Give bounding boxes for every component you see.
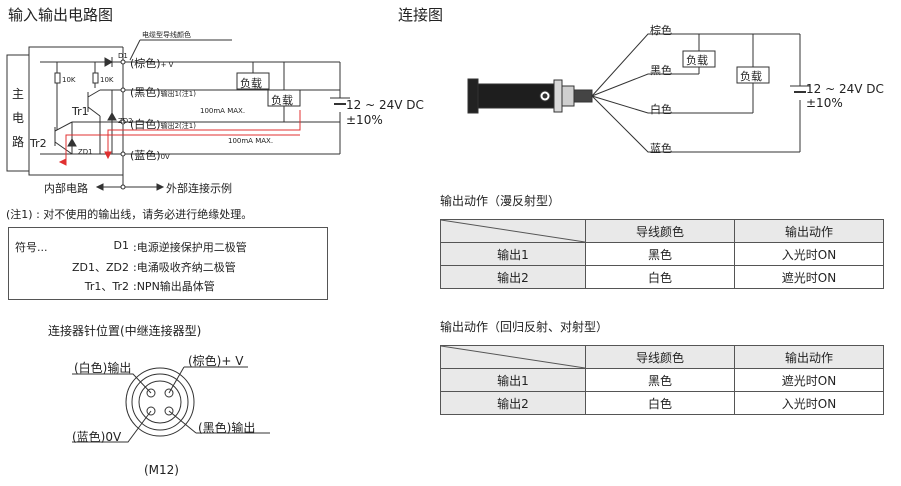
main-circuit-char-3: 路	[12, 135, 25, 149]
cable-color-label: 电缆型导线颜色	[142, 31, 191, 39]
table-header-color: 导线颜色	[585, 219, 735, 243]
wire-brown: 棕色	[650, 24, 672, 37]
white-color: (白色)	[130, 118, 161, 131]
legend-prefix: 符号...	[15, 241, 48, 254]
out2-label: 输出2(注1)	[160, 122, 196, 130]
table-cell-color: 黑色	[585, 368, 735, 392]
wiring-supply-voltage: 12 ~ 24V DC	[806, 82, 884, 96]
table-row-label: 输出2	[440, 265, 586, 289]
blue-wire-label: (蓝色)0V	[130, 147, 170, 163]
table-corner-cell	[440, 219, 586, 243]
wire-black: 黑色	[650, 64, 672, 77]
out1-label: 输出1(注1)	[160, 90, 196, 98]
table-row-label: 输出2	[440, 391, 586, 415]
plus-v: + V	[160, 61, 174, 69]
table-cell-action: 遮光时ON	[734, 265, 884, 289]
brown-wire-label: (棕色)+ V	[130, 55, 173, 71]
legend-sym-2: ZD1、ZD2	[71, 261, 129, 274]
table1-title: 输出动作（漫反射型）	[440, 194, 561, 208]
main-circuit-char-2: 电	[12, 111, 25, 125]
internal-label: 内部电路	[44, 182, 88, 195]
zero-v: 0V	[160, 153, 170, 161]
table-header-row: 导线颜色 输出动作	[440, 219, 884, 243]
table-cell-color: 黑色	[585, 242, 735, 266]
table-header-action: 输出动作	[734, 345, 884, 369]
pin-black-out: (黑色)输出	[198, 421, 256, 435]
table-row-label: 输出1	[440, 368, 586, 392]
max-current-2: 100mA MAX.	[228, 137, 274, 145]
external-label: 外部连接示例	[166, 182, 232, 195]
legend-desc-3: :NPN输出晶体管	[133, 280, 215, 293]
table2-title: 输出动作（回归反射、对射型）	[440, 320, 609, 334]
symbol-legend: 符号... D1 :电源逆接保护用二极管 ZD1、ZD2 :电涌吸收齐纳二极管 …	[8, 227, 328, 300]
table-cell-color: 白色	[585, 391, 735, 415]
table-row: 输出1 黑色 遮光时ON	[440, 368, 884, 392]
legend-sym-1: D1	[113, 239, 129, 252]
zd1-label: ZD1	[78, 148, 93, 156]
table-row-label: 输出1	[440, 242, 586, 266]
table-row: 输出2 白色 遮光时ON	[440, 265, 884, 289]
table-cell-action: 遮光时ON	[734, 368, 884, 392]
max-current-1: 100mA MAX.	[200, 107, 246, 115]
load-label-1: 负载	[240, 77, 262, 90]
brown-color: (棕色)	[130, 57, 161, 70]
table-header-row: 导线颜色 输出动作	[440, 345, 884, 369]
table-row: 输出2 白色 入光时ON	[440, 391, 884, 415]
r2-label: 10K	[100, 76, 114, 84]
supply-tolerance: ±10%	[346, 113, 383, 127]
main-circuit-label: 主 电 路	[12, 82, 24, 154]
pin-brown-v: (棕色)+ V	[188, 354, 244, 368]
table-header-color: 导线颜色	[585, 345, 735, 369]
tr2-label: Tr2	[30, 137, 47, 150]
wiring-supply-tolerance: ±10%	[806, 96, 843, 110]
main-circuit-char-1: 主	[12, 87, 25, 101]
wire-blue: 蓝色	[650, 142, 672, 155]
white-wire-label: (白色)输出2(注1)	[130, 116, 196, 132]
r1-label: 10K	[62, 76, 76, 84]
table-cell-action: 入光时ON	[734, 391, 884, 415]
blue-color: (蓝色)	[130, 149, 161, 162]
output-action-table-retro: 导线颜色 输出动作 输出1 黑色 遮光时ON 输出2 白色 入光时ON	[440, 345, 884, 415]
wiring-load-2: 负载	[740, 70, 762, 83]
wiring-title: 连接图	[398, 6, 444, 24]
table-row: 输出1 黑色 入光时ON	[440, 242, 884, 266]
pin-white-out: (白色)输出	[74, 361, 132, 375]
load-label-2: 负载	[271, 94, 293, 107]
table-corner-cell	[440, 345, 586, 369]
connector-title: 连接器针位置(中继连接器型)	[48, 324, 202, 338]
legend-desc-2: :电涌吸收齐纳二极管	[133, 261, 236, 274]
supply-voltage: 12 ~ 24V DC	[346, 98, 424, 112]
table-cell-color: 白色	[585, 265, 735, 289]
wire-white: 白色	[650, 103, 672, 116]
d1-label: D1	[118, 52, 128, 60]
legend-sym-3: Tr1、Tr2	[84, 280, 129, 293]
connector-model: (M12)	[144, 463, 179, 477]
pin-blue-0v: (蓝色)0V	[72, 430, 122, 444]
note-text: (注1) : 对不使用的输出线，请务必进行绝缘处理。	[6, 208, 253, 221]
circuit-title: 输入输出电路图	[8, 6, 114, 24]
black-color: (黑色)	[130, 86, 161, 99]
legend-desc-1: :电源逆接保护用二极管	[133, 241, 247, 254]
table-cell-action: 入光时ON	[734, 242, 884, 266]
black-wire-label: (黑色)输出1(注1)	[130, 84, 196, 100]
tr1-label: Tr1	[72, 105, 89, 118]
table-header-action: 输出动作	[734, 219, 884, 243]
wiring-load-1: 负载	[686, 54, 708, 67]
zd2-label: ZD2	[118, 117, 133, 125]
output-action-table-diffuse: 导线颜色 输出动作 输出1 黑色 入光时ON 输出2 白色 遮光时ON	[440, 219, 884, 289]
